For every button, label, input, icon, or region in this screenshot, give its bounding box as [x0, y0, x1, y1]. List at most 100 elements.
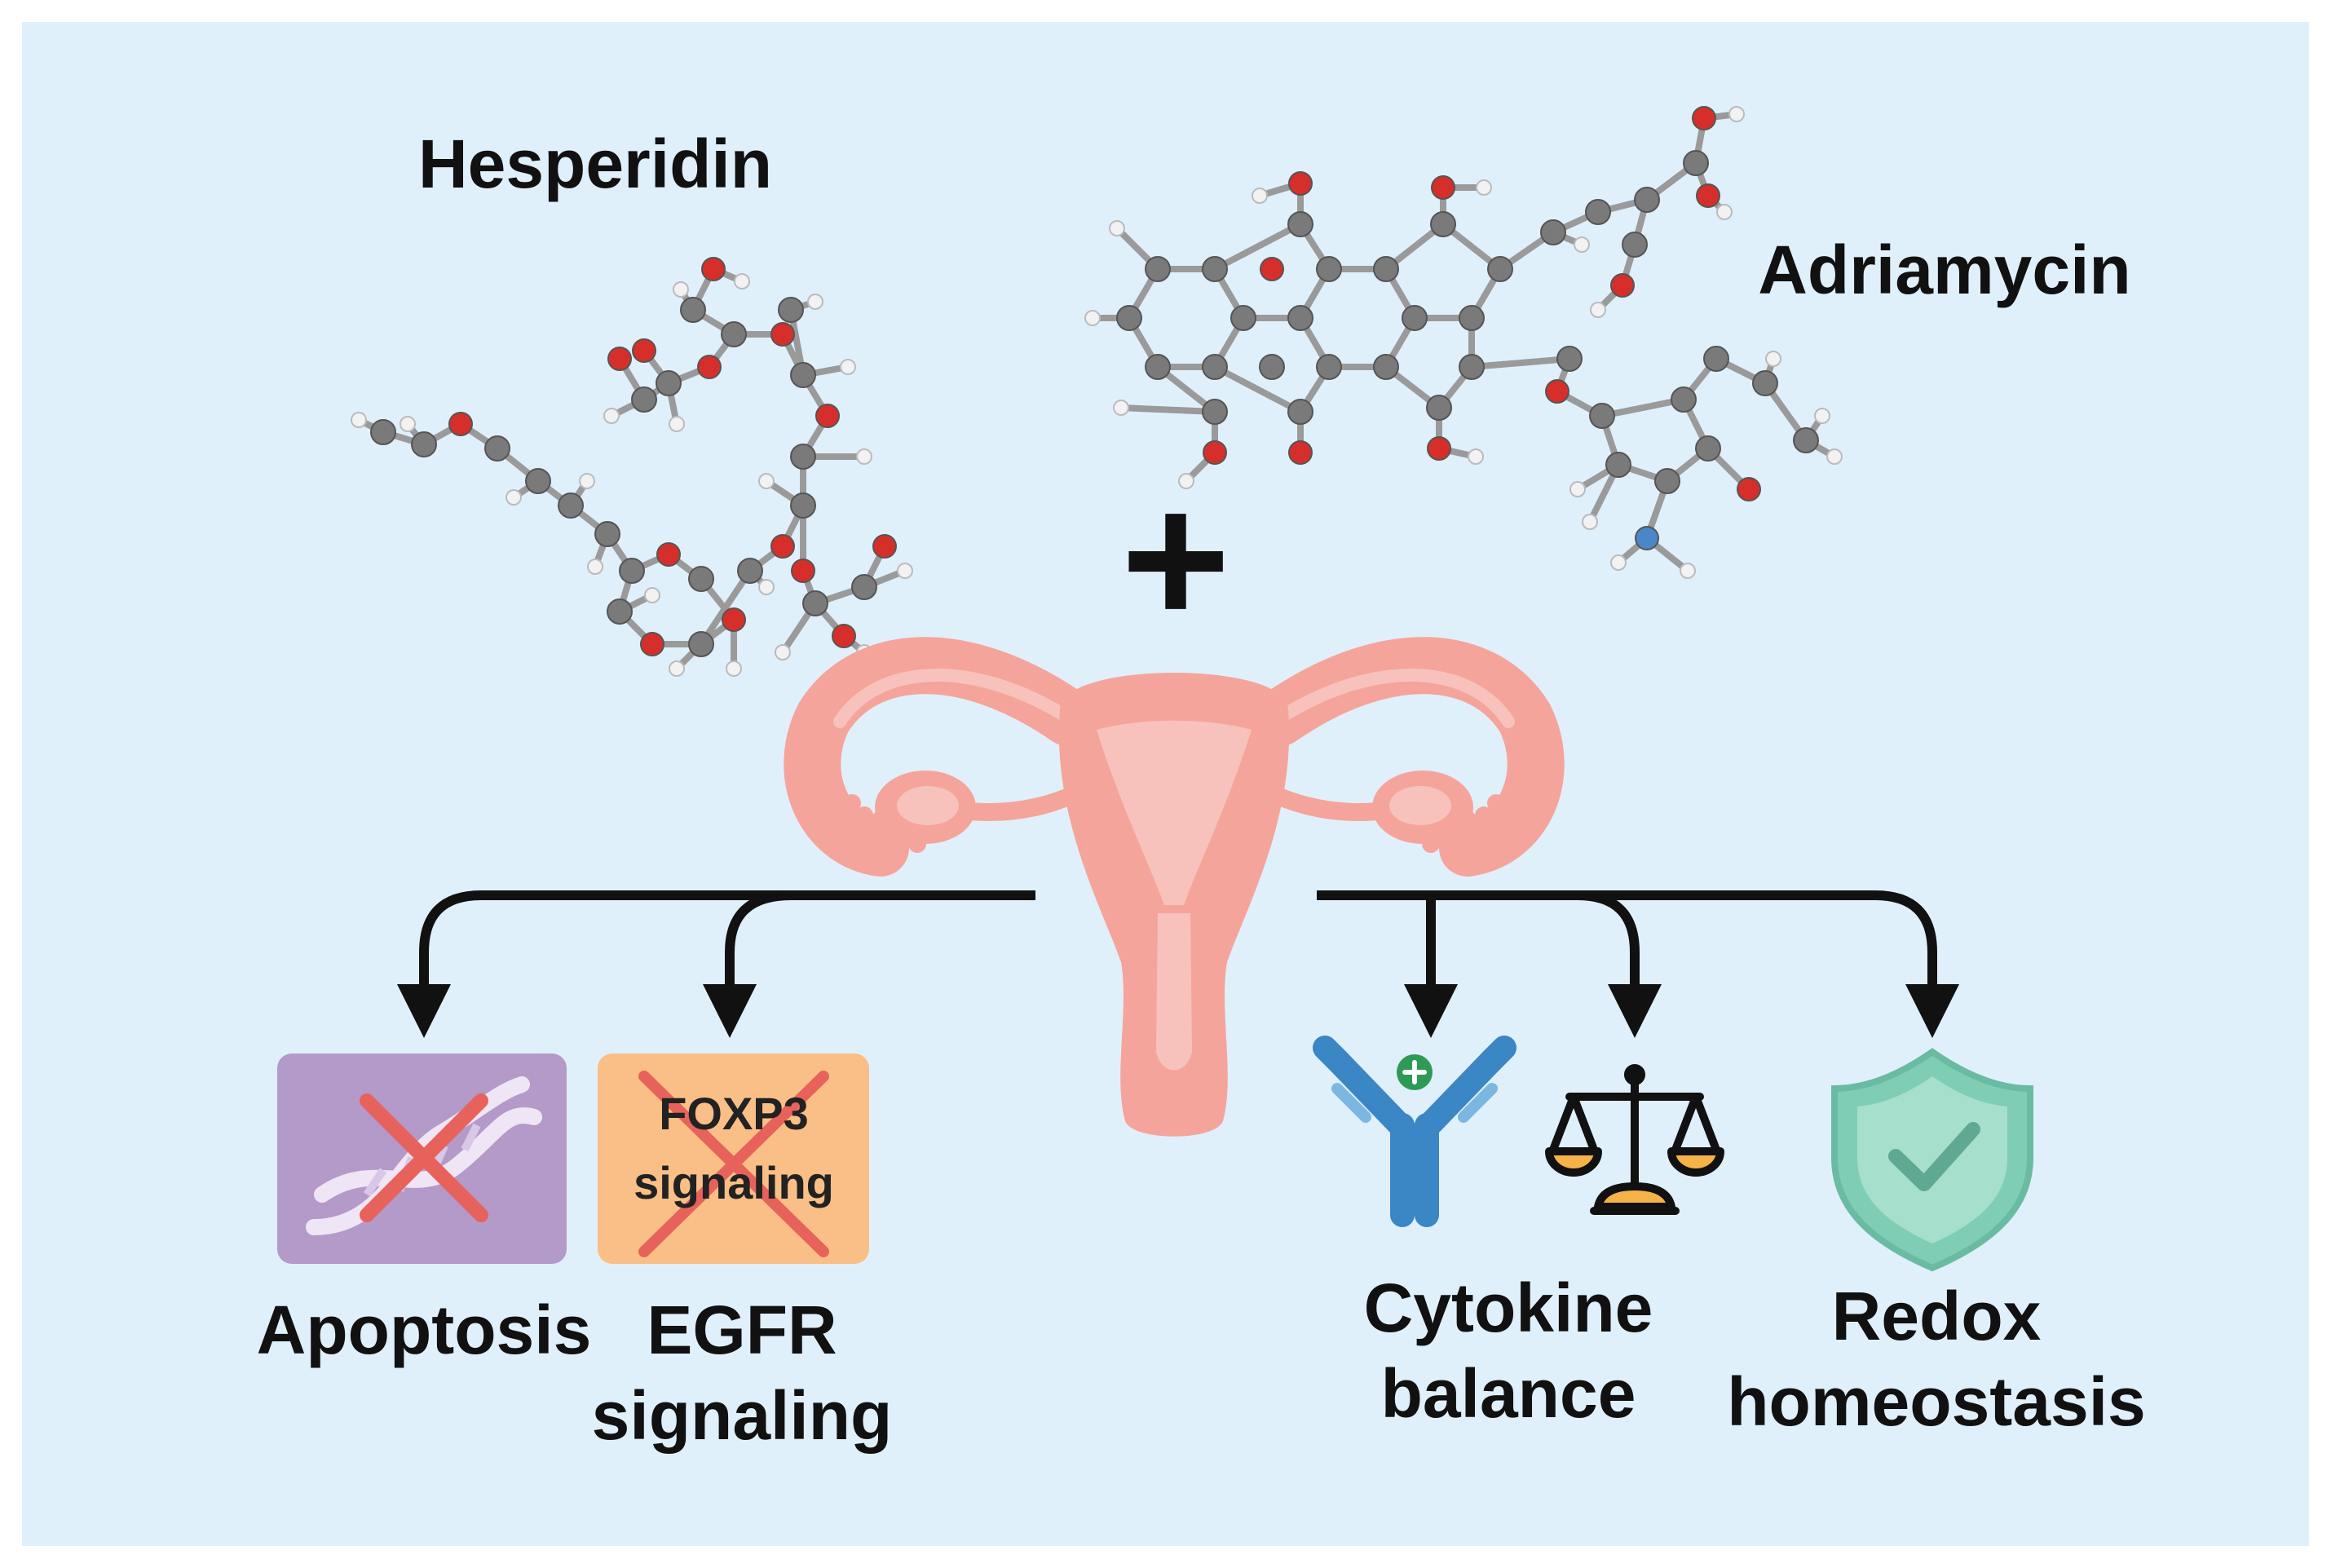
- adriamycin-bond: [1120, 404, 1216, 415]
- adriamycin-atom: [1589, 403, 1615, 429]
- hesperidin-atom: [688, 631, 714, 657]
- redox-label-line2: homeostasis: [1727, 1363, 2146, 1440]
- adriamycin-atom: [1459, 305, 1485, 331]
- adriamycin-atom: [1260, 257, 1284, 281]
- adriamycin-atom: [1814, 408, 1830, 424]
- cytokine-label-line2: balance: [1381, 1355, 1636, 1432]
- adriamycin-atom: [1793, 427, 1819, 453]
- hesperidin-atom: [587, 559, 603, 575]
- adriamycin-atom: [1696, 183, 1720, 208]
- hesperidin-atom: [656, 370, 682, 396]
- adriamycin-atom: [1373, 256, 1399, 282]
- adriamycin-atom: [1288, 171, 1313, 196]
- adriamycin-atom: [1680, 563, 1696, 579]
- hesperidin-atom: [400, 416, 416, 432]
- hesperidin-atom: [631, 386, 657, 413]
- foxp3-box: FOXP3 signaling: [598, 1053, 869, 1264]
- hesperidin-atom: [791, 559, 815, 583]
- arrow-to-balance: [1317, 890, 1662, 1038]
- foxp3-line2: signaling: [634, 1157, 834, 1208]
- adriamycin-atom: [1468, 448, 1484, 465]
- adriamycin-atom: [1109, 220, 1125, 236]
- adriamycin-atom: [1145, 256, 1171, 282]
- adriamycin-atom: [1427, 436, 1451, 461]
- adriamycin-atom: [1178, 473, 1194, 489]
- hesperidin-atom: [370, 419, 396, 445]
- adriamycin-atom: [1605, 452, 1631, 478]
- adriamycin-atom: [1316, 354, 1342, 380]
- adriamycin-atom: [1259, 354, 1285, 380]
- adriamycin-atom: [1635, 526, 1659, 550]
- adriamycin-atom: [1430, 211, 1456, 237]
- adriamycin-label: Adriamycin: [1758, 232, 2131, 308]
- adriamycin-atom: [1737, 477, 1761, 501]
- hesperidin-atom: [673, 281, 689, 298]
- hesperidin-atom: [701, 257, 726, 281]
- arrow-to-egfr: [703, 890, 1035, 1038]
- adriamycin-atom: [1634, 187, 1660, 213]
- redox-label-line1: Redox: [1832, 1278, 2042, 1354]
- adriamycin-atom: [1556, 346, 1583, 372]
- hesperidin-atom: [669, 416, 685, 432]
- hesperidin-atom: [778, 297, 804, 323]
- adriamycin-atom: [1145, 354, 1171, 380]
- adriamycin-atom: [1752, 370, 1778, 396]
- adriamycin-atom: [1590, 302, 1606, 318]
- adriamycin-atom: [1203, 440, 1227, 465]
- adriamycin-atom: [1826, 448, 1843, 465]
- adriamycin-atom: [1716, 204, 1733, 220]
- hesperidin-atom: [770, 322, 795, 347]
- adriamycin-atom: [1426, 395, 1452, 421]
- adriamycin-atom: [1692, 106, 1716, 130]
- hesperidin-atom: [815, 404, 840, 428]
- adriamycin-atom: [1287, 211, 1313, 237]
- adriamycin-atom: [1116, 305, 1142, 331]
- hesperidin-atom: [640, 632, 664, 656]
- arrow-to-apoptosis: [397, 890, 1035, 1038]
- adriamycin-atom: [1622, 232, 1648, 258]
- hesperidin-atom: [632, 338, 656, 363]
- adriamycin-atom: [1316, 256, 1342, 282]
- adriamycin-atom: [1230, 305, 1256, 331]
- plus-sign: +: [1121, 454, 1230, 664]
- hesperidin-atom: [411, 431, 437, 457]
- hesperidin-atom: [722, 607, 746, 632]
- hesperidin-atom: [505, 489, 522, 506]
- adriamycin-atom: [1487, 256, 1513, 282]
- apoptosis-label: Apoptosis: [257, 1292, 592, 1368]
- hesperidin-atom: [351, 412, 367, 428]
- adriamycin-atom: [1431, 175, 1455, 200]
- adriamycin-atom: [1252, 188, 1268, 204]
- adriamycin-atom: [1402, 305, 1428, 331]
- adriamycin-atom: [1610, 273, 1635, 298]
- hesperidin-atom: [734, 273, 750, 289]
- adriamycin-atom: [1585, 199, 1611, 225]
- hesperidin-atom: [721, 321, 747, 347]
- adriamycin-atom: [1703, 346, 1729, 372]
- hesperidin-atom: [790, 362, 816, 388]
- dna-crossed-icon: [306, 1076, 542, 1235]
- adriamycin-bond: [1471, 356, 1570, 370]
- hesperidin-atom: [603, 408, 620, 424]
- balance-scale-icon: [1545, 1064, 1724, 1215]
- hesperidin-atom: [775, 644, 791, 660]
- adriamycin-atom: [1373, 354, 1399, 380]
- hesperidin-atom: [832, 624, 856, 648]
- adriamycin-atom: [1202, 354, 1228, 380]
- hesperidin-atom: [656, 542, 681, 567]
- hesperidin-atom: [770, 534, 795, 559]
- adriamycin-atom: [1287, 399, 1313, 425]
- uterus-icon: [784, 637, 1565, 1137]
- hesperidin-atom: [619, 558, 645, 584]
- hesperidin-atom: [802, 590, 828, 616]
- adriamycin-atom: [1569, 481, 1586, 497]
- adriamycin-atom: [1202, 256, 1228, 282]
- hesperidin-atom: [680, 297, 706, 323]
- adriamycin-atom: [1084, 310, 1101, 326]
- hesperidin-label: Hesperidin: [418, 126, 772, 202]
- shield-check-icon: [1831, 1048, 2033, 1272]
- hesperidin-atom: [726, 660, 742, 677]
- adriamycin-atom: [1459, 354, 1485, 380]
- hesperidin-atom: [644, 587, 660, 603]
